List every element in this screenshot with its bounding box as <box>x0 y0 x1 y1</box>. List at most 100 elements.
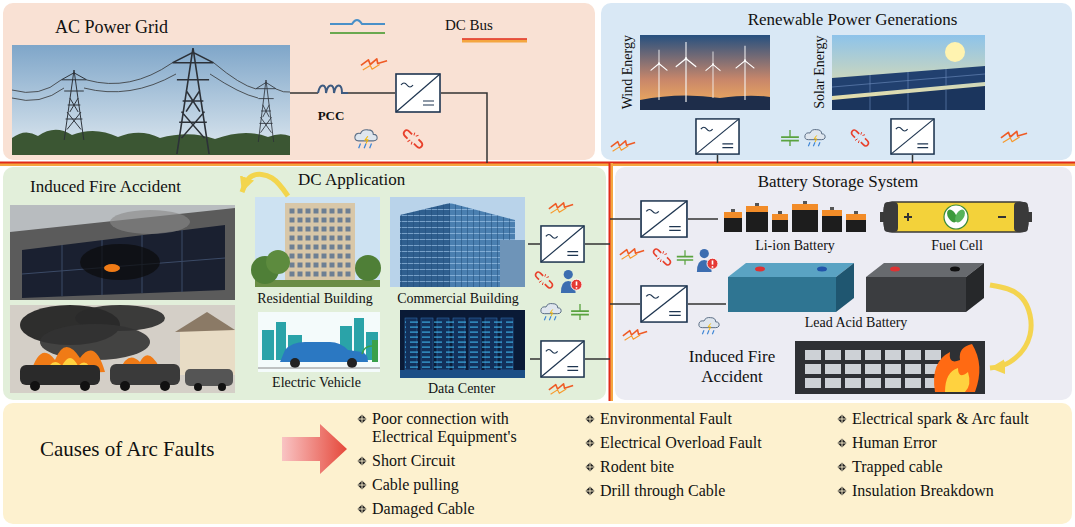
cause-item: Rodent bite <box>600 458 674 476</box>
li-ion-picture <box>846 214 866 232</box>
caption: Commercial Building <box>397 291 519 307</box>
fault-icon <box>699 318 719 335</box>
photo-tile: Data Center <box>393 309 530 399</box>
legend-text: DC Bus <box>445 17 493 34</box>
region-panel: Battery Storage SystemLi-ion BatteryFuel… <box>615 167 1072 400</box>
battery-fire-photo <box>934 344 979 392</box>
dc-bus-line <box>610 163 613 401</box>
region-ground <box>3 3 595 160</box>
residential-photo <box>285 203 355 287</box>
fault-icon <box>561 270 582 293</box>
photo-tile: Li-ion Battery <box>716 194 874 256</box>
text-slot: Human Error <box>852 434 1067 452</box>
wind-photo <box>706 52 721 98</box>
renewable-wiring <box>718 155 913 163</box>
residential-photo <box>288 207 352 285</box>
renewable-wiring <box>696 119 739 154</box>
storage-wiring <box>641 286 687 322</box>
caption: Data Center <box>428 381 495 397</box>
list-bullet <box>837 462 846 471</box>
fault-icon <box>541 304 561 321</box>
wind-photo <box>736 46 755 100</box>
li-ion-picture <box>772 214 788 232</box>
region-panel: AC Power Grid <box>3 3 595 160</box>
cause-item: Human Error <box>852 434 937 452</box>
fault-icon <box>361 59 387 70</box>
cause-item: Trapped cable <box>852 458 943 476</box>
wind-photo <box>676 42 697 102</box>
cause-arrow <box>282 424 347 474</box>
list-bullet <box>585 438 594 447</box>
text-slot: Cable pulling <box>372 476 572 494</box>
storage-wiring <box>610 219 726 304</box>
li-ion-picture <box>830 207 834 210</box>
legend-symbols <box>330 32 385 34</box>
vertical-caption: Wind Energy <box>620 35 636 109</box>
legend-symbols <box>462 38 527 40</box>
dc-bus-line <box>0 163 1075 402</box>
residential-photo <box>255 280 380 287</box>
text-slot: Lead Acid Battery <box>722 313 990 331</box>
fuel-cell-picture <box>884 202 898 232</box>
fault-icon <box>697 249 718 272</box>
lead-acid-picture <box>890 267 900 272</box>
roof-fire-photo <box>104 264 120 272</box>
solar-photo <box>832 86 985 110</box>
fault-icon <box>355 59 1027 394</box>
caption: Fuel Cell <box>931 238 983 254</box>
dc-bus-line <box>609 163 611 401</box>
region-panel: Renewable Power GenerationsWind EnergySo… <box>601 3 1072 160</box>
solar-photo <box>945 42 965 62</box>
caption: Li-ion Battery <box>755 238 835 254</box>
grid-wiring <box>290 74 487 163</box>
dc-app-wiring <box>541 226 584 262</box>
roof-fire-photo <box>22 230 225 296</box>
commercial-photo <box>390 197 525 287</box>
residential-photo <box>266 250 290 274</box>
text-slot: Damaged Cable <box>372 500 572 518</box>
residential-photo <box>355 255 381 281</box>
text-slot: Induced Fire Accident <box>30 177 230 197</box>
commercial-photo <box>390 197 525 287</box>
cause-item: Cable pulling <box>372 476 459 494</box>
panel-title: Renewable Power Generations <box>748 10 958 30</box>
panel-title: Causes of Arc Faults <box>40 437 214 461</box>
photo-tile: Wind Energy <box>612 33 772 114</box>
power-grid-photo <box>256 80 276 142</box>
li-ion-picture <box>746 206 768 212</box>
lead-acid-picture <box>950 267 960 272</box>
list-bullet <box>357 414 366 423</box>
li-ion-picture <box>822 210 842 232</box>
data-center-photo <box>400 310 525 378</box>
car-fire-photo <box>10 305 235 393</box>
car-fire-photo <box>10 305 235 393</box>
photo-tile: Residential Building <box>245 196 385 309</box>
caption: Residential Building <box>257 291 373 307</box>
car-fire-photo <box>175 312 235 332</box>
list-bullet <box>585 486 594 495</box>
fault-icon <box>677 250 693 265</box>
text-slot: Causes of Arc Faults <box>40 437 275 461</box>
car-fire-photo <box>185 369 233 386</box>
list-bullet <box>585 414 594 423</box>
text-slot: Short Circuit <box>372 452 572 470</box>
fault-icon <box>571 304 589 320</box>
legend-symbols <box>330 20 385 24</box>
power-grid-photo <box>12 63 290 100</box>
text-slot: DC Application <box>298 170 448 190</box>
list-bullet <box>357 456 366 465</box>
region-panel: DC Application Induced Fire AccidentResid… <box>3 167 606 400</box>
list-bullet <box>585 462 594 471</box>
dc-app-wiring <box>541 341 584 377</box>
text-slot: Fuel Cell <box>878 236 1036 254</box>
ev-photo <box>362 346 372 354</box>
fuel-cell-picture <box>884 202 1028 232</box>
list-bullet <box>837 438 846 447</box>
battery-fire-photo <box>945 368 969 392</box>
lead-acid-picture <box>836 263 854 312</box>
data-center-photo <box>400 370 525 378</box>
lead-acid-picture <box>755 267 765 272</box>
data-center-photo <box>400 310 525 378</box>
wind-photo <box>640 95 770 110</box>
